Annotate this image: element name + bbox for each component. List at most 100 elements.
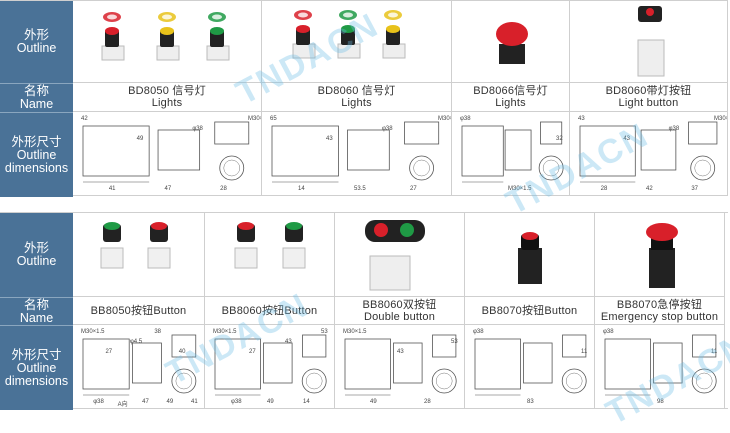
dimension-label: 49 [166, 399, 174, 405]
header-name-en: Name [19, 97, 54, 111]
dimension-label: 14 [303, 399, 310, 405]
pilot-light-image [206, 12, 230, 61]
header-dims-en2: dimensions [4, 373, 69, 388]
product-photo [496, 22, 528, 64]
product-photo [646, 223, 678, 288]
dimension-label: M30×1.5 [714, 116, 727, 122]
product-photo [234, 222, 306, 269]
dimension-label: 28 [424, 399, 431, 405]
product-name-cell: BB8070按钮Button [465, 297, 595, 325]
product-photo [637, 6, 665, 77]
dimension-label: 42 [81, 116, 88, 122]
dimension-label: 43 [326, 136, 333, 142]
pilot-light-image [292, 10, 316, 59]
dimension-label: 49 [267, 399, 274, 405]
product-image-cell [73, 212, 205, 297]
product-name: BB8070按钮Button [481, 304, 578, 317]
dimension-label: 53.5 [354, 186, 366, 192]
dimension-label: M30×1.5 [508, 186, 532, 192]
header-name-en: Name [19, 310, 54, 325]
product-name-en: Emergency stop button [600, 310, 719, 323]
product-name: BD8050 信号灯 [128, 85, 206, 97]
header-outline-en: Outline [16, 41, 57, 55]
dimension-drawing [344, 334, 457, 396]
dimension-drawing [579, 121, 718, 183]
dimension-label: 47 [164, 186, 172, 192]
product-name: BD8060带灯按钮 [605, 85, 692, 97]
dimension-label: 11 [581, 349, 588, 355]
dimension-label: M30×1.5 [438, 116, 451, 122]
product-name-en: Light button [618, 97, 679, 109]
dimension-label: φ38 [382, 126, 393, 132]
dimension-label: φ38 [473, 329, 484, 335]
product-image-cell [570, 0, 728, 83]
product-image-cell [465, 212, 595, 297]
dimension-label: 65 [270, 116, 277, 122]
dimension-label: 83 [527, 399, 534, 405]
product-name: BD8060 信号灯 [317, 85, 396, 97]
header-dims-en1: Outline [16, 360, 57, 375]
dimension-label: 40 [178, 349, 186, 355]
dimension-label: 43 [285, 339, 292, 345]
dimension-drawing [604, 334, 717, 396]
dimension-label: 53 [321, 329, 328, 335]
dimension-label: M30×1.5 [213, 329, 237, 335]
product-image-cell [335, 212, 465, 297]
header-dims-cn: 外形尺寸 [11, 347, 62, 362]
dimension-label: 32 [556, 136, 563, 142]
emergency-stop-image [646, 223, 678, 288]
dimension-drawing-cell: M30×1.5 φ38 27 49 43 14 53 [205, 325, 335, 409]
dimension-label: 11 [711, 349, 718, 355]
dimension-label: 27 [249, 349, 256, 355]
header-name-cn: 名称 [23, 297, 49, 312]
product-image-cell [205, 212, 335, 297]
dimension-drawing [82, 121, 250, 183]
product-name-cell: BB8060按钮Button [205, 297, 335, 325]
dimension-label: 43 [578, 116, 585, 122]
header-outline-cn: 外形 [23, 28, 49, 42]
header-outline-cn: 外形 [23, 241, 49, 255]
pilot-light-image [101, 12, 125, 61]
dimension-drawing-cell: φ38 98 11 [595, 325, 725, 409]
dimension-label: φ38 [93, 399, 104, 405]
dimension-label: 41 [108, 186, 116, 192]
dimension-label: M30×1.5 [343, 329, 367, 335]
product-image-cell [262, 0, 452, 83]
dimension-label: 98 [657, 399, 664, 405]
dimension-drawing [82, 334, 197, 396]
dimension-label: φ4.5 [129, 339, 143, 345]
dimension-label: M30×1.5 [248, 116, 261, 122]
push-button-image [100, 222, 124, 269]
product-image-cell [452, 0, 570, 83]
header-name-cn: 名称 [23, 84, 49, 98]
product-name-en: Lights [495, 97, 526, 109]
dimension-drawing [474, 334, 587, 396]
product-name-cell: BB8050按钮Button [73, 297, 205, 325]
dimension-label: 43 [623, 136, 631, 142]
dimension-label: 38 [154, 329, 162, 335]
dimension-label: φ38 [603, 329, 614, 335]
header-dims-en2: dimensions [4, 160, 69, 175]
dimension-label: φ38 [231, 399, 242, 405]
product-image-cell [595, 212, 725, 297]
push-button-image [147, 222, 171, 269]
double-button-image [365, 220, 425, 291]
pilot-light-image [337, 10, 361, 59]
header-outline-en: Outline [16, 254, 57, 268]
dimension-label: 53 [451, 339, 458, 345]
product-photo [292, 10, 406, 59]
dimension-drawing [214, 334, 327, 396]
